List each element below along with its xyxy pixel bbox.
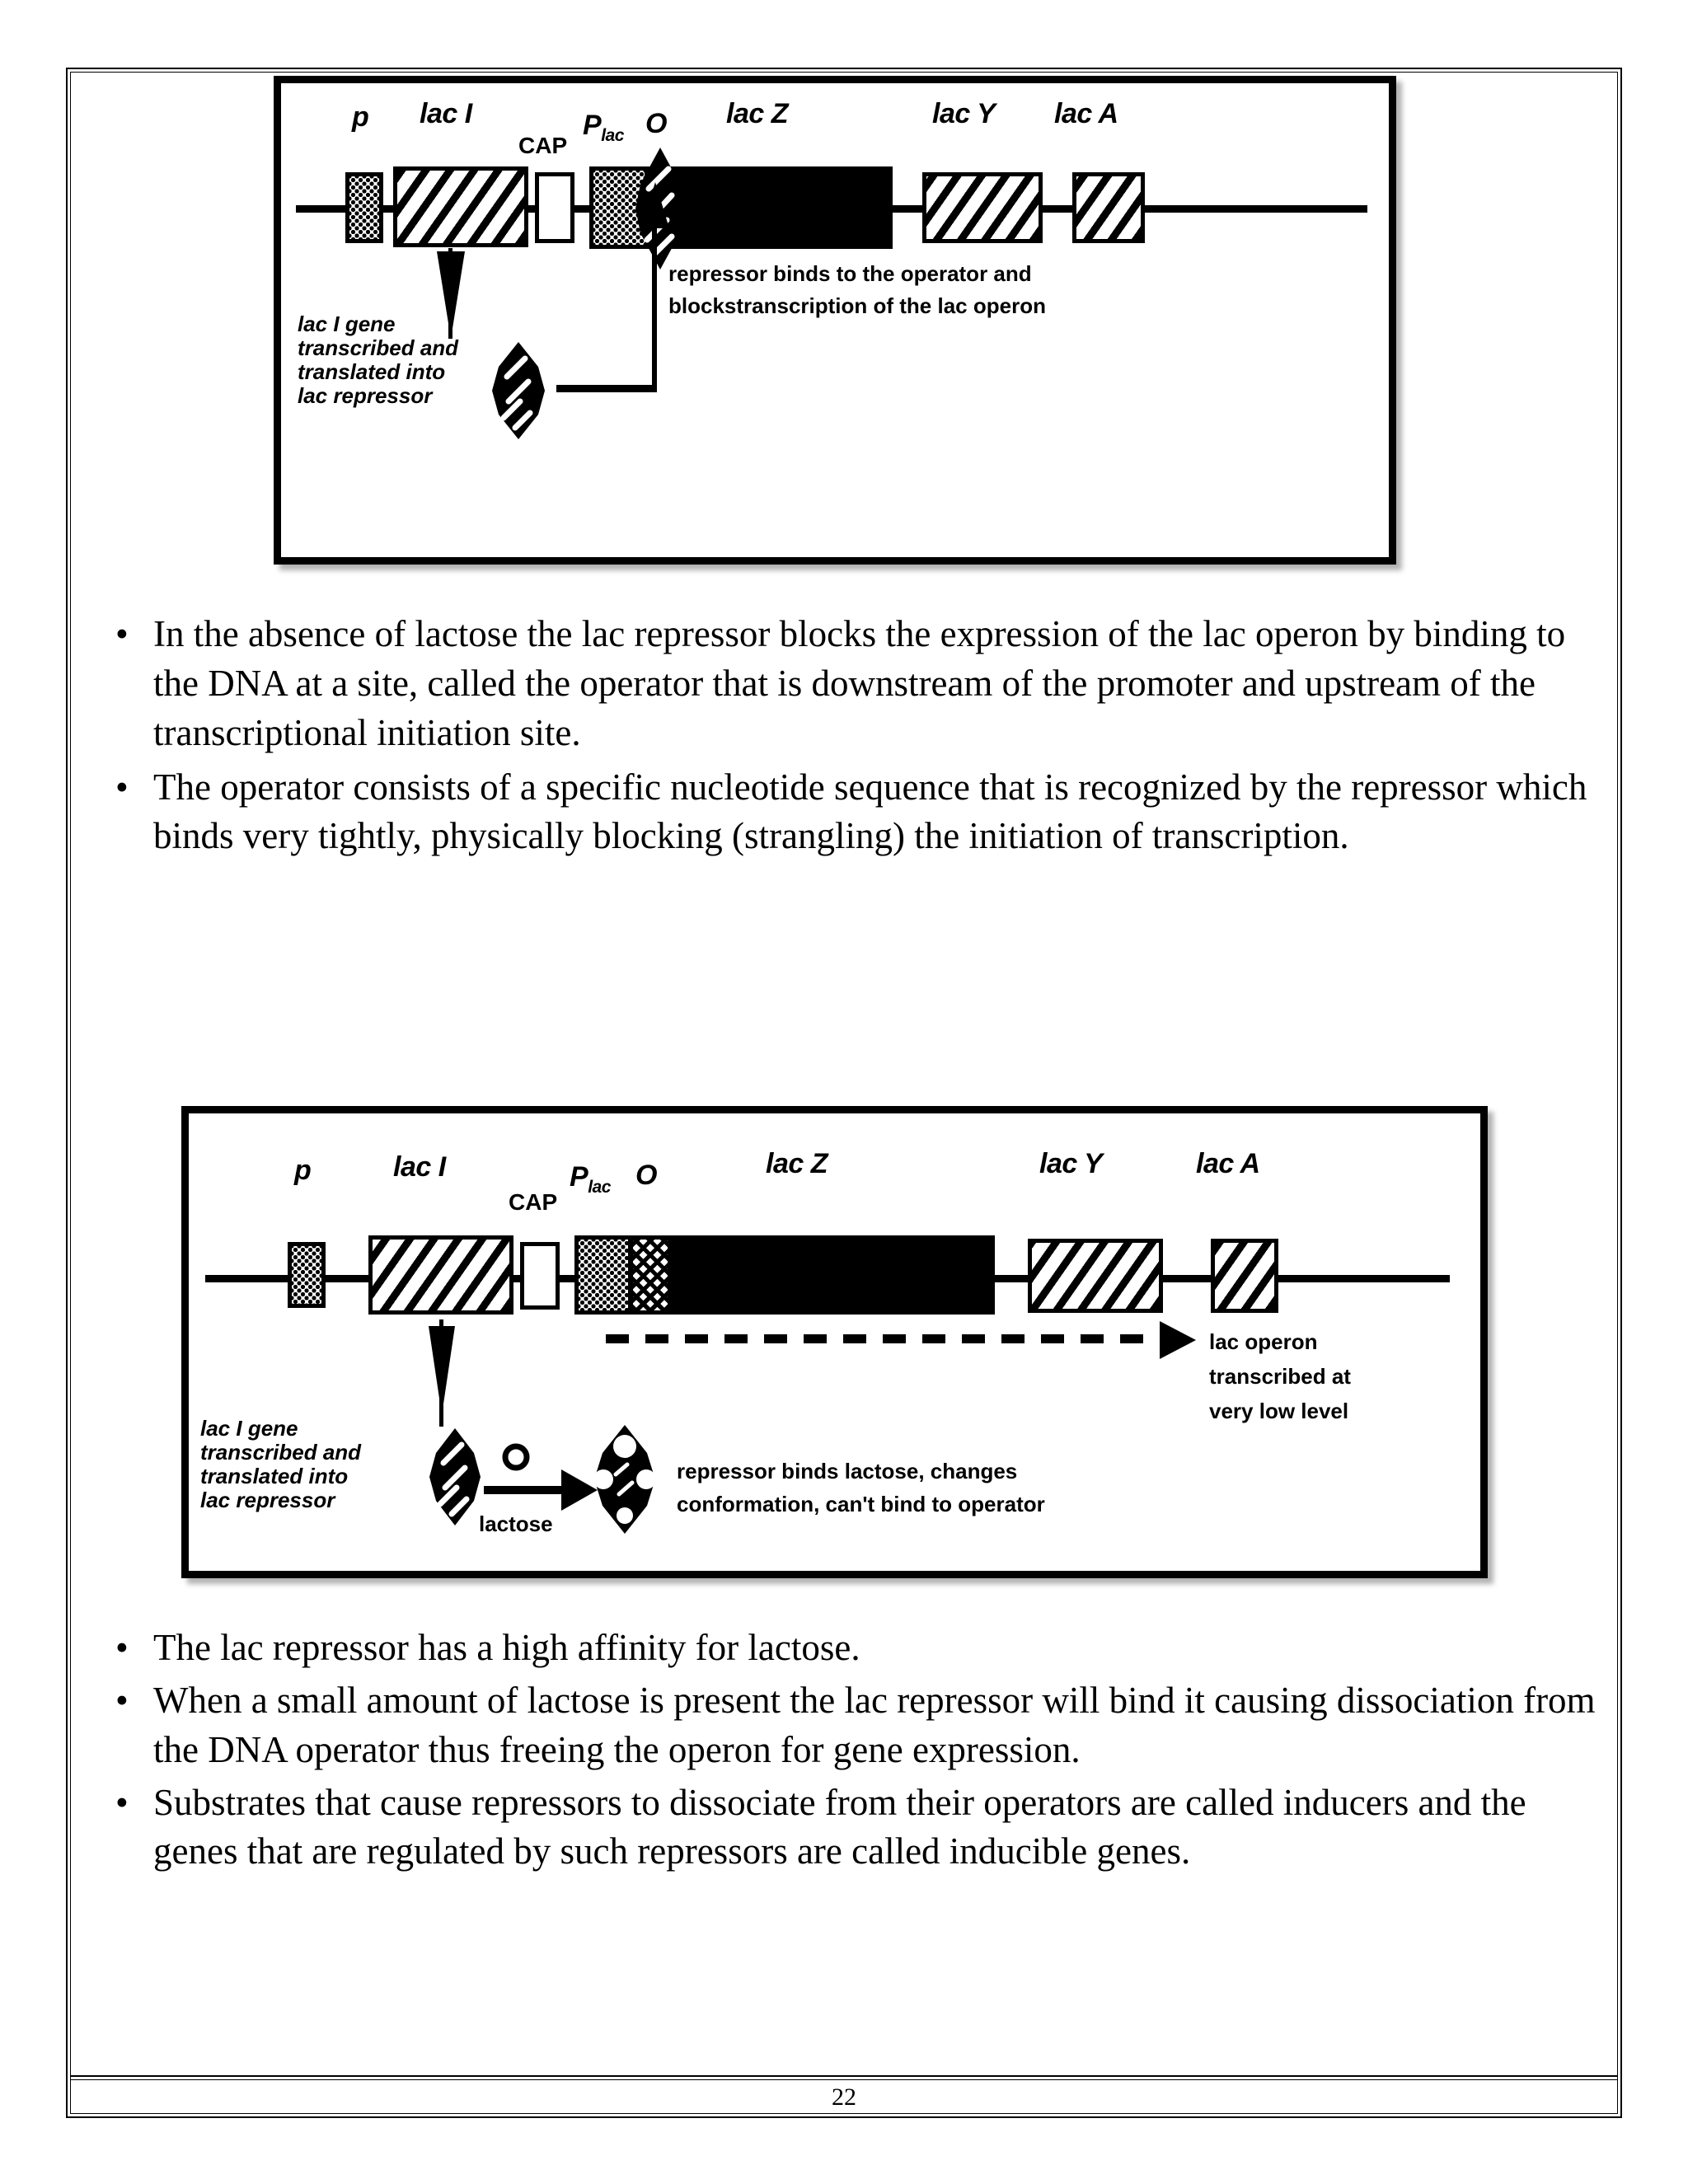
bullet-marker: •: [115, 1679, 129, 1721]
caption-line: lac I gene: [200, 1416, 298, 1441]
bullet-text: The operator consists of a specific nucl…: [153, 766, 1587, 857]
footer-divider: [71, 2075, 1617, 2080]
label-operator-o: O: [635, 1160, 657, 1191]
caption-line: translated into: [200, 1464, 349, 1489]
bullet-item: • The operator consists of a specific nu…: [115, 763, 1591, 862]
bullet-text: When a small amount of lactose is presen…: [153, 1679, 1596, 1770]
caption-laci-transcription: lac I gene transcribed and translated in…: [298, 312, 458, 408]
bullet-text: In the absence of lactose the lac repres…: [153, 613, 1566, 753]
label-lac-z: lac Z: [726, 98, 788, 129]
arrow-transcription-head-icon: [437, 251, 465, 339]
caption-line: transcribed and: [298, 335, 459, 361]
page-border: [66, 68, 1622, 2118]
bullet-list-top: • In the absence of lactose the lac repr…: [115, 610, 1591, 861]
gene-box-lac-y: [1028, 1239, 1163, 1313]
bullet-marker: •: [115, 766, 129, 808]
repressor-protein-icon: [429, 1428, 481, 1526]
gene-box-cap: [520, 1242, 560, 1310]
caption-line: repressor binds to the operator and: [668, 261, 1032, 286]
gene-box-lac-a: [1072, 172, 1145, 243]
gene-box-lac-i: [393, 166, 528, 247]
gene-box-lac-i: [368, 1235, 513, 1315]
bullet-item: • When a small amount of lactose is pres…: [115, 1676, 1599, 1775]
figure-lac-operon-repressed: p lac I CAP Plac O lac Z lac Y lac A: [274, 76, 1396, 565]
label-lac-a: lac A: [1196, 1148, 1260, 1179]
repressor-protein-icon: [492, 342, 545, 439]
caption-line: blockstranscription of the lac operon: [668, 293, 1046, 318]
gene-box-promoter-p: [345, 172, 383, 243]
gene-box-cap: [535, 172, 574, 243]
label-plac: Plac: [570, 1161, 611, 1197]
bullet-marker: •: [115, 613, 129, 654]
label-promoter-p: p: [294, 1155, 312, 1186]
gene-box-lac-z: [647, 166, 893, 249]
label-lac-i: lac I: [393, 1151, 446, 1183]
gene-box-plac-promoter: [574, 1235, 632, 1315]
label-lac-y: lac Y: [1039, 1148, 1103, 1179]
label-lac-i: lac I: [420, 98, 472, 129]
caption-line: transcribed and: [200, 1440, 362, 1465]
label-cap: CAP: [518, 133, 568, 158]
bullet-item: • In the absence of lactose the lac repr…: [115, 610, 1591, 758]
caption-line: lac repressor: [298, 383, 433, 409]
caption-repressor-binds-lactose: repressor binds lactose, changes conform…: [677, 1455, 1045, 1521]
caption-line: repressor binds lactose, changes: [677, 1459, 1018, 1483]
arrow-transcription-head-icon: [429, 1326, 455, 1415]
gene-box-promoter-p: [288, 1242, 326, 1308]
label-lac-y: lac Y: [932, 98, 996, 129]
label-operator-o: O: [645, 108, 667, 139]
label-cap: CAP: [509, 1189, 558, 1215]
caption-line: lac I gene: [298, 312, 396, 336]
dashed-transcription-head-icon: [1160, 1321, 1196, 1359]
bullet-marker: •: [115, 1627, 129, 1668]
arrow-binding-vertical: [652, 220, 657, 390]
arrow-lactose-binding-head-icon: [561, 1469, 598, 1511]
caption-low-level-transcription: lac operon transcribed at very low level: [1209, 1324, 1351, 1428]
label-lactose: lactose: [479, 1511, 553, 1536]
gene-box-operator: [629, 1235, 672, 1315]
lactose-molecule-icon: [502, 1443, 530, 1471]
gene-box-lac-y: [922, 172, 1043, 243]
repressor-lactose-complex-icon: [593, 1425, 656, 1534]
caption-line: conformation, can't bind to operator: [677, 1492, 1045, 1517]
page-number: 22: [832, 2083, 856, 2111]
arrow-binding-horizontal: [556, 385, 657, 392]
caption-laci-transcription: lac I gene transcribed and translated in…: [200, 1416, 362, 1513]
label-promoter-p: p: [352, 101, 369, 133]
arrow-binding-head-icon: [641, 182, 669, 228]
caption-line: very low level: [1209, 1399, 1349, 1424]
label-plac: Plac: [583, 110, 624, 145]
bullet-marker: •: [115, 1781, 129, 1823]
arrow-lactose-binding-shaft: [484, 1486, 566, 1494]
figure-lac-operon-induced: p lac I CAP Plac O lac Z lac Y lac A: [181, 1106, 1488, 1578]
label-lac-a: lac A: [1054, 98, 1118, 129]
caption-line: transcribed at: [1209, 1364, 1351, 1390]
caption-line: lac operon: [1209, 1329, 1318, 1354]
caption-line: translated into: [298, 359, 446, 385]
bullet-list-bottom: • The lac repressor has a high affinity …: [115, 1624, 1599, 1877]
bullet-text: The lac repressor has a high affinity fo…: [153, 1627, 860, 1668]
bullet-item: • The lac repressor has a high affinity …: [115, 1624, 1599, 1673]
bullet-item: • Substrates that cause repressors to di…: [115, 1779, 1599, 1877]
gene-box-lac-z: [668, 1235, 995, 1315]
label-lac-z: lac Z: [766, 1148, 828, 1179]
caption-line: lac repressor: [200, 1488, 335, 1513]
dashed-transcription-line: [606, 1334, 1160, 1343]
gene-box-lac-a: [1211, 1239, 1278, 1313]
caption-repressor-blocks: repressor binds to the operator and bloc…: [668, 258, 1046, 322]
bullet-text: Substrates that cause repressors to diss…: [153, 1781, 1526, 1872]
